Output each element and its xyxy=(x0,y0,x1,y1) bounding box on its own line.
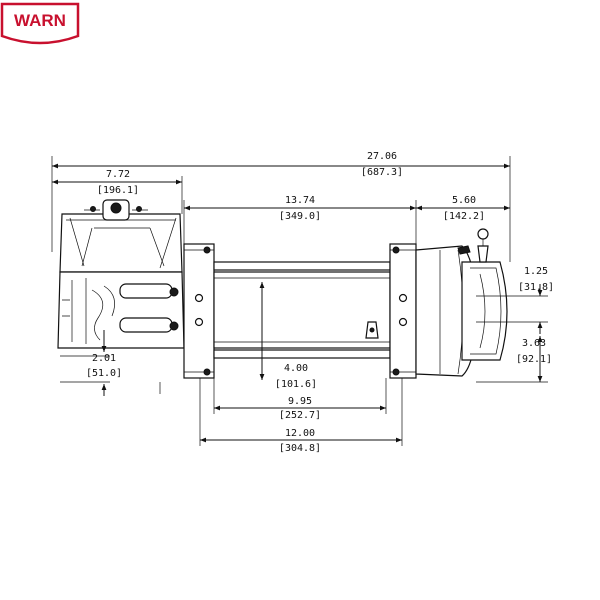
right-offset-lower-mm: [92.1] xyxy=(516,354,552,365)
mount-height-left-mm: [51.0] xyxy=(86,368,122,379)
warn-logo: WARN xyxy=(0,2,80,45)
drum-section-mm: [349.0] xyxy=(279,211,321,222)
drum-diameter-mm: [101.6] xyxy=(275,379,317,390)
overall-length-mm: [687.3] xyxy=(361,167,403,178)
gear-housing-in: 5.60 xyxy=(452,195,476,206)
mount-height-left-in: 2.01 xyxy=(92,353,116,364)
right-offset-upper-mm: [31.8] xyxy=(518,282,554,293)
bolt-spacing-in: 12.00 xyxy=(285,428,315,439)
drum-diameter-in: 4.00 xyxy=(284,363,308,374)
right-offset-upper-in: 1.25 xyxy=(524,266,548,277)
right-offset-lower-in: 3.63 xyxy=(522,338,546,349)
drum-section-in: 13.74 xyxy=(285,195,315,206)
drum-length-in: 9.95 xyxy=(288,396,312,407)
motor-length-in: 7.72 xyxy=(106,169,130,180)
gear-housing-mm: [142.2] xyxy=(443,211,485,222)
dimension-labels: 27.06 [687.3] 7.72 [196.1] 13.74 [349.0]… xyxy=(86,151,554,454)
drum-length-mm: [252.7] xyxy=(279,410,321,421)
extension-lines xyxy=(51,156,548,446)
overall-length-in: 27.06 xyxy=(367,151,397,162)
dimension-lines xyxy=(52,163,543,443)
motor-length-mm: [196.1] xyxy=(97,185,139,196)
warn-logo-text: WARN xyxy=(14,11,66,30)
bolt-spacing-mm: [304.8] xyxy=(279,443,321,454)
winch-body xyxy=(57,199,508,379)
